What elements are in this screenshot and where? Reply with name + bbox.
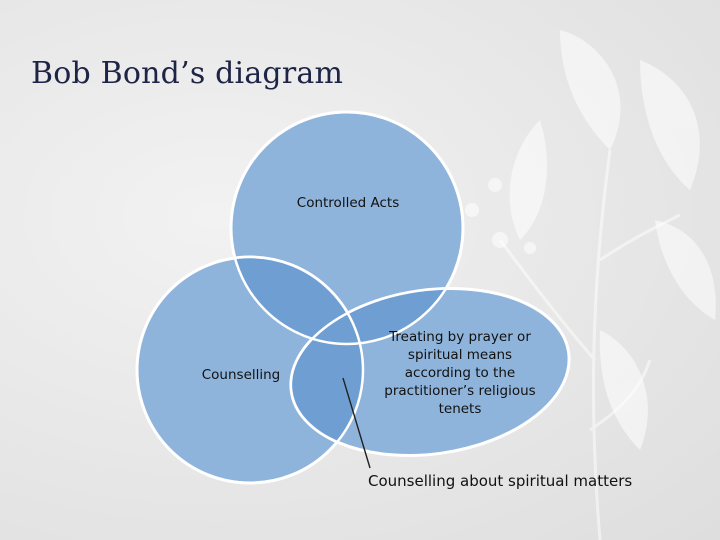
callout-label: Counselling about spiritual matters [368, 472, 632, 490]
treating-label-line-2: spiritual means [408, 347, 512, 363]
counselling-label: Counselling [202, 367, 281, 383]
treating-label-line-3: according to the [405, 365, 515, 381]
treating-label-line-4: practitioner’s religious [384, 383, 535, 399]
controlled-acts-label: Controlled Acts [297, 195, 399, 211]
treating-label-line-5: tenets [439, 401, 482, 417]
treating-label-line-1: Treating by prayer or [388, 329, 531, 345]
